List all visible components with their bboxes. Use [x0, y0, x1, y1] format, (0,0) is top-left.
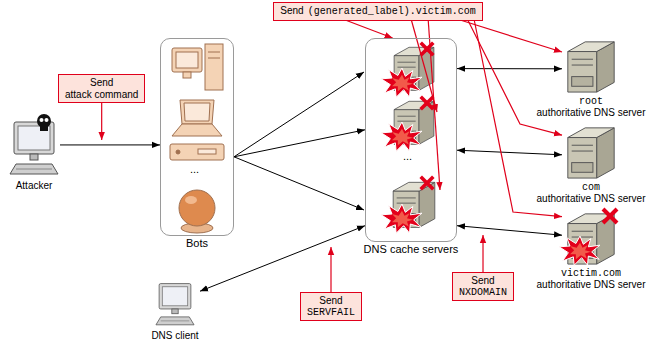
edges: [60, 21, 562, 292]
callout-text: attack command: [65, 89, 138, 101]
dns-server: rootauthoritative DNS server: [562, 38, 620, 94]
bot-icons: [170, 44, 224, 233]
node-label: authoritative DNS server: [537, 279, 646, 290]
fan-arrow: [234, 157, 364, 210]
callout-box: Sendattack command: [58, 74, 145, 103]
dns-link: [60, 144, 160, 145]
dns-link: [457, 150, 562, 155]
caption: rootauthoritative DNS server: [537, 96, 646, 118]
callout-text: Send: [459, 275, 507, 287]
dns-client: DNS client: [150, 282, 200, 328]
client-icon: [156, 284, 194, 325]
query-arrow: [462, 21, 562, 53]
pointer-arrow: [482, 235, 483, 272]
caption: DNS client: [151, 330, 198, 341]
callout-text: (generated_label).victim.com: [308, 6, 476, 18]
node-label: com: [537, 182, 646, 193]
fan-arrow: [234, 72, 364, 157]
attacker-node: Attacker: [8, 120, 60, 178]
dns-link: [457, 68, 562, 69]
ellipsis-label: ...: [403, 150, 412, 162]
query-arrow: [347, 21, 393, 39]
dns-server: comauthoritative DNS server: [562, 124, 620, 180]
node-label: Bots: [186, 237, 208, 250]
node-label: Attacker: [16, 180, 53, 191]
callout-box: SendNXDOMAIN: [452, 272, 514, 301]
node-label: DNS client: [151, 330, 198, 341]
callout-text: NXDOMAIN: [459, 287, 507, 299]
node-label: root: [537, 96, 646, 107]
query-arrow: [474, 21, 562, 217]
caption: DNS cache servers: [364, 243, 459, 256]
pointer-arrow: [330, 247, 331, 292]
attacker-icon: [10, 114, 58, 174]
ellipsis-label: ...: [190, 163, 199, 175]
authoritative-server-icons: [559, 42, 617, 265]
pointer-lines: [102, 21, 483, 293]
callout-text: SERVFAIL: [307, 307, 355, 319]
callout-box: Send (generated_label).victim.com: [273, 2, 482, 21]
node-label: victim.com: [537, 268, 646, 279]
node-label: DNS cache servers: [364, 243, 459, 256]
cache-server-group: DNS cache servers: [365, 38, 457, 242]
pointer-arrow: [428, 21, 440, 191]
pointer-arrow: [101, 103, 102, 140]
dns-server: victim.comauthoritative DNS server: [562, 210, 620, 266]
callout-text: Send: [65, 77, 138, 89]
node-label: authoritative DNS server: [537, 193, 646, 204]
callout-box: SendSERVFAIL: [300, 292, 362, 321]
caption: Attacker: [16, 180, 53, 191]
caption: comauthoritative DNS server: [537, 182, 646, 204]
bot-group: Bots: [160, 38, 234, 236]
cache-server-icons: [381, 43, 435, 233]
dns-link: [457, 226, 562, 236]
node-label: authoritative DNS server: [537, 107, 646, 118]
callout-text: Send: [307, 295, 355, 307]
caption: Bots: [186, 237, 208, 250]
callout-text: Send: [280, 5, 303, 17]
dns-link: [234, 130, 365, 157]
caption: victim.comauthoritative DNS server: [537, 268, 646, 290]
